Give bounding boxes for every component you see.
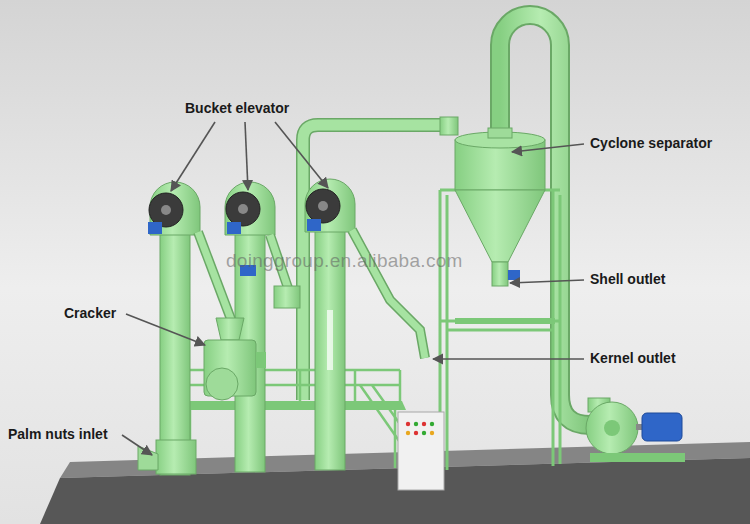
watermark: doinggroup.en.alibaba.com (226, 250, 463, 272)
fan (586, 398, 685, 462)
part-label: Palm nuts inlet (8, 426, 108, 443)
platform (299, 370, 302, 402)
bucket-elevator (156, 440, 196, 474)
bucket-elevator (315, 198, 345, 470)
control-panel (406, 422, 410, 426)
cyclone-stand (446, 195, 449, 470)
cyclone-stand (552, 190, 555, 466)
control-panel (414, 431, 418, 435)
separator-box (274, 286, 300, 308)
separator-box (274, 286, 300, 308)
bucket-elevator (305, 179, 355, 470)
control-panel (422, 422, 426, 426)
chute (352, 230, 425, 358)
cracker (256, 352, 266, 368)
cyclone-separator (440, 117, 555, 324)
bucket-elevator (226, 192, 260, 226)
leader-line (126, 314, 205, 345)
bucket-elevator (138, 182, 200, 475)
chute (198, 230, 425, 358)
bucket-elevator (225, 182, 275, 235)
cyclone-separator (492, 262, 508, 286)
bucket-elevator (148, 222, 162, 234)
control-panel (422, 431, 426, 435)
control-panel (430, 431, 434, 435)
cyclone-separator (508, 270, 520, 280)
chute (352, 230, 425, 358)
part-label: Cracker (64, 305, 116, 322)
part-label: Shell outlet (590, 271, 665, 288)
bucket-elevator (327, 310, 333, 370)
cyclone-separator (440, 117, 458, 135)
platform (399, 370, 402, 402)
cyclone-stand (440, 190, 560, 472)
fan (586, 402, 638, 454)
cracker (206, 368, 238, 400)
bucket-elevator (238, 204, 248, 214)
leader-line (245, 122, 248, 190)
cyclone-stand (559, 195, 562, 464)
control-panel (430, 422, 434, 426)
cracker (216, 318, 244, 340)
control-panel (398, 412, 444, 490)
cyclone-separator (488, 128, 512, 138)
chute (198, 232, 232, 322)
leader-line (512, 144, 584, 152)
leader-line (433, 358, 584, 360)
control-panel (398, 412, 444, 490)
cyclone-separator (455, 190, 545, 262)
bucket-elevator (149, 193, 183, 227)
platform (354, 370, 357, 402)
cyclone-stand (447, 329, 553, 332)
cracker (204, 318, 266, 400)
leader-line (122, 122, 584, 455)
fan (590, 453, 685, 462)
bucket-elevator (306, 189, 340, 223)
chute (198, 232, 232, 322)
bucket-elevator (227, 222, 241, 234)
part-label: Kernel outlet (590, 350, 676, 367)
part-label: Cyclone separator (590, 135, 712, 152)
control-panel (406, 431, 410, 435)
bucket-elevator (318, 201, 328, 211)
part-label: Bucket elevator (185, 100, 289, 117)
fan (604, 420, 620, 436)
fan (642, 413, 682, 441)
bucket-elevator (307, 219, 321, 231)
control-panel (414, 422, 418, 426)
leader-line (510, 280, 584, 283)
bucket-elevator (138, 446, 158, 470)
leader-line (122, 435, 152, 455)
leader-line (171, 122, 215, 191)
bucket-elevator (161, 205, 171, 215)
cyclone-separator (455, 318, 555, 324)
bucket-elevator (305, 179, 355, 232)
platform-floor (178, 401, 406, 410)
platform-floor (178, 401, 406, 410)
leader-line (275, 122, 328, 188)
